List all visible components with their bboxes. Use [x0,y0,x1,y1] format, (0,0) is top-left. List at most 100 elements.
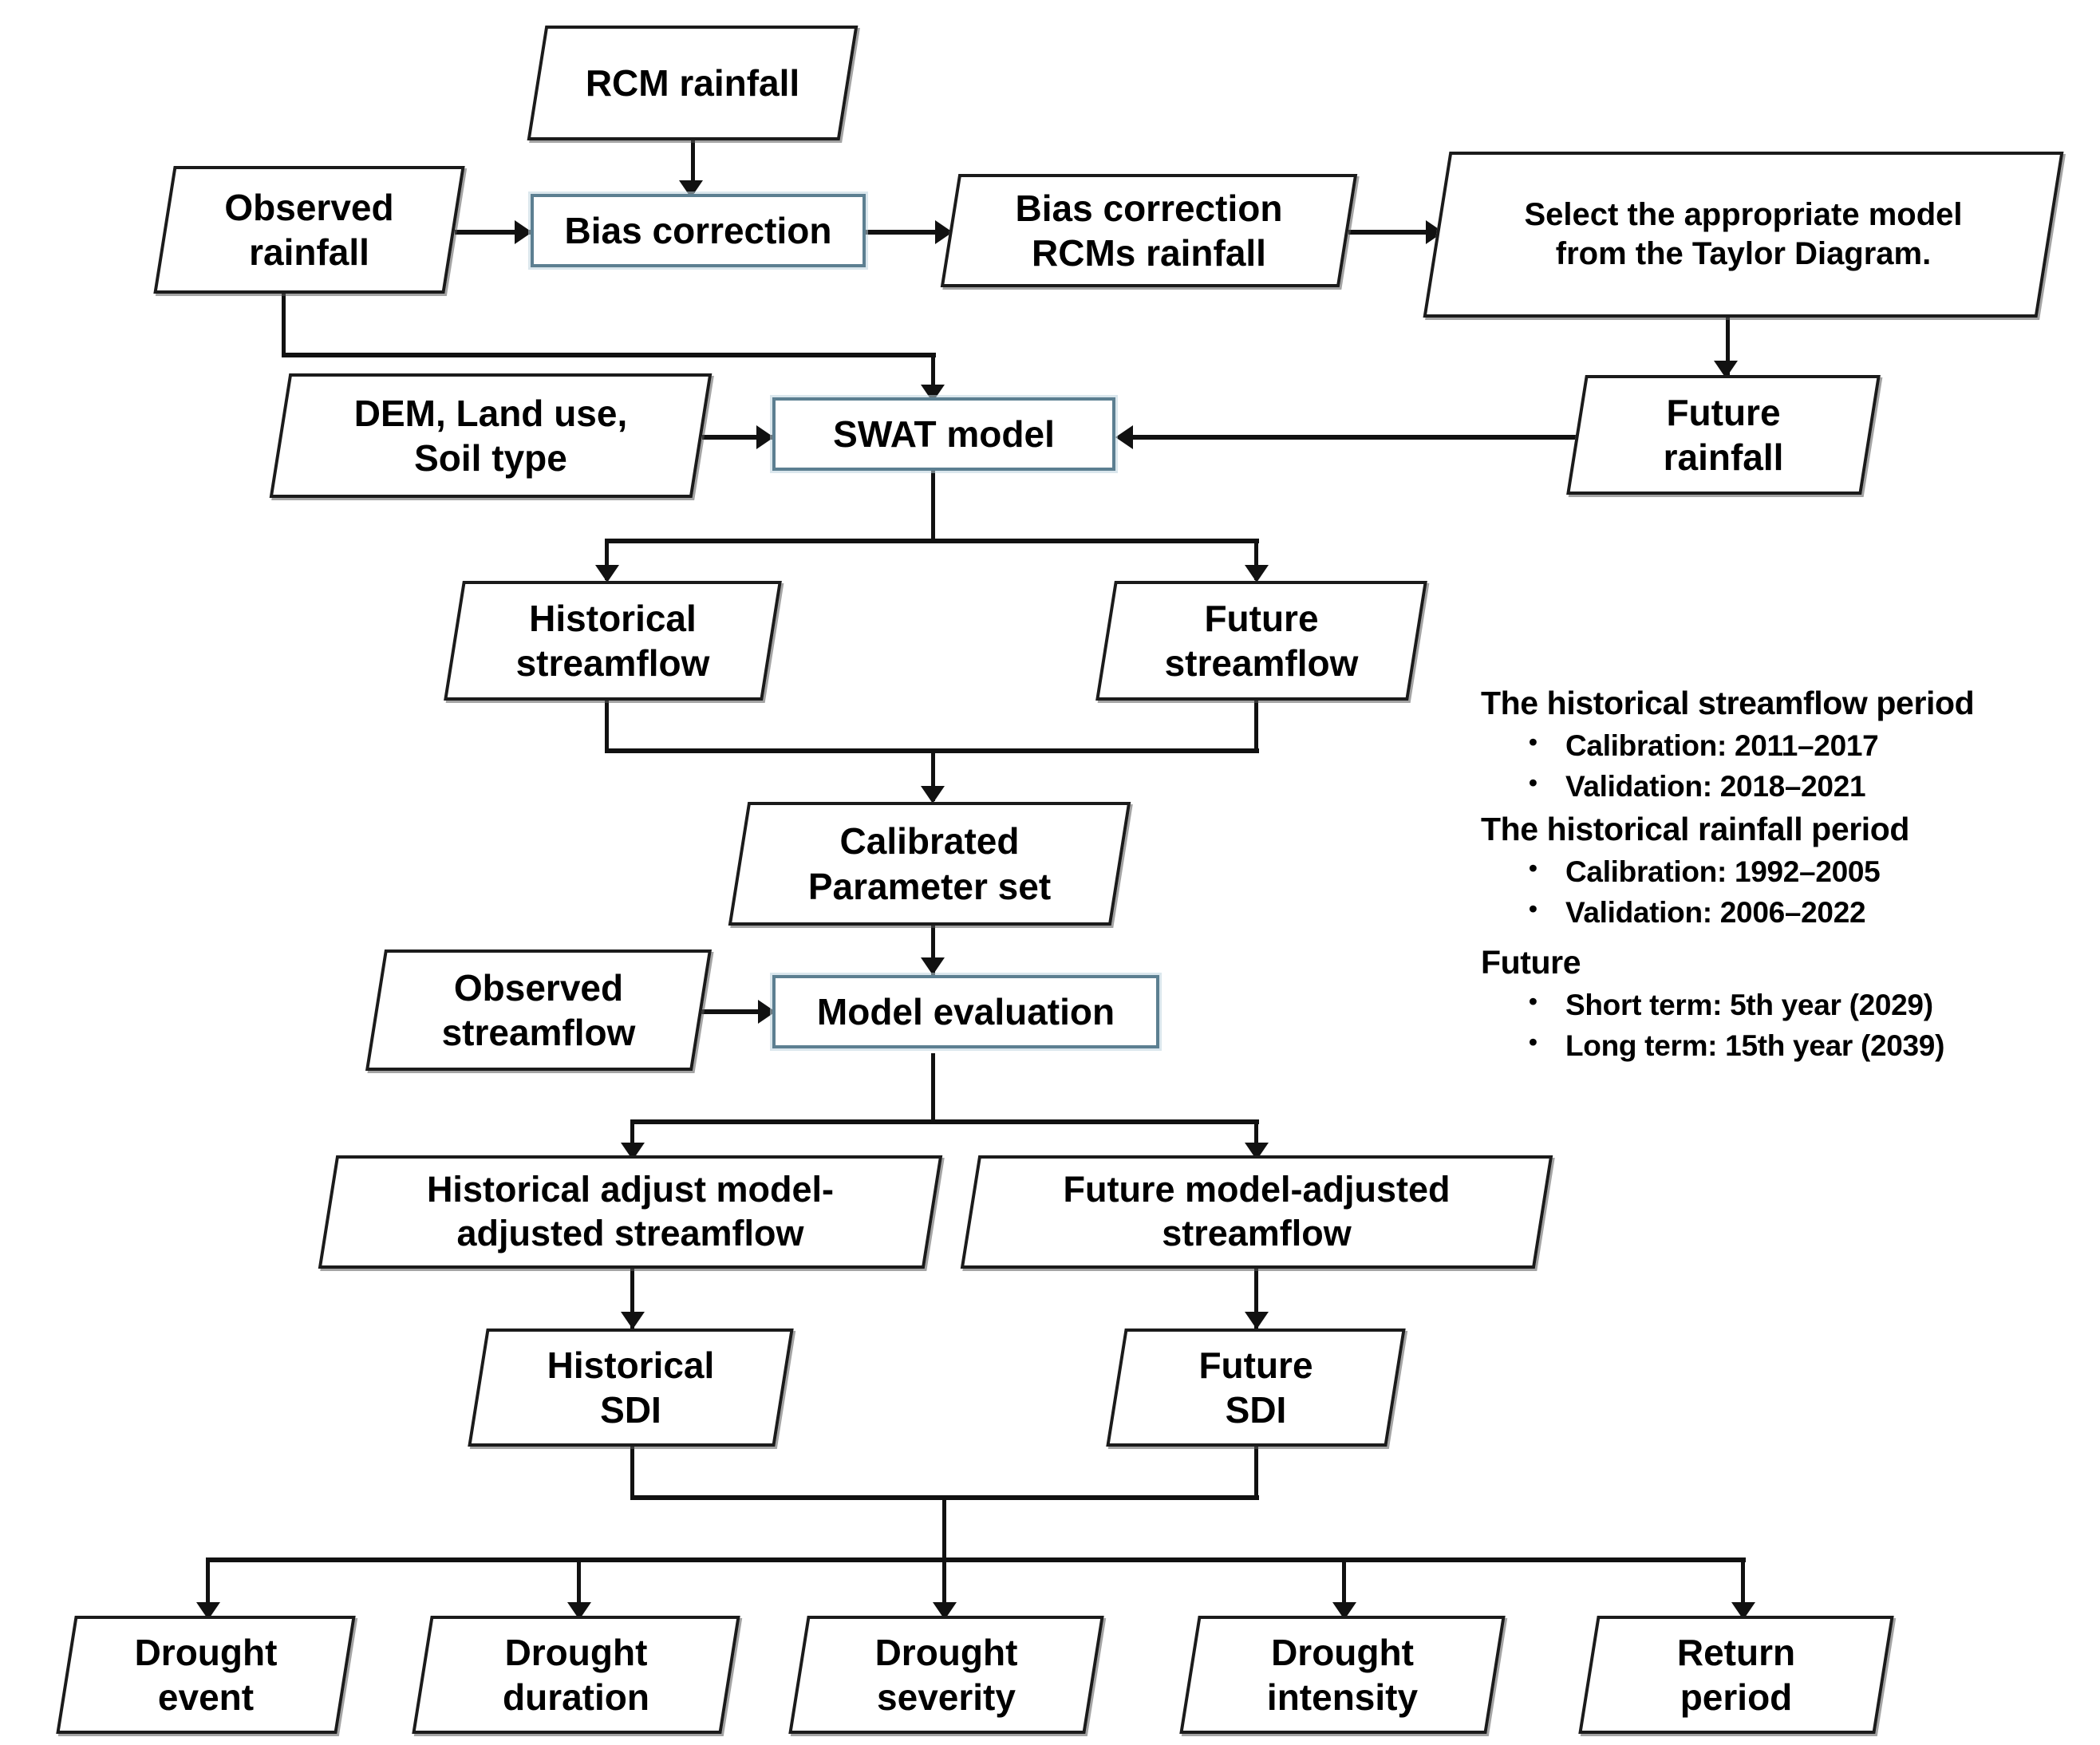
node-label: Drought event [134,1631,278,1718]
node-label: Drought severity [874,1631,1018,1718]
edge-histsdi-down [630,1428,634,1500]
edge-swat-down [931,471,935,543]
edge-swat-to-future [1254,539,1258,580]
edge-observed-to-bias [455,230,531,235]
node-label: Future model-adjusted streamflow [1063,1169,1451,1253]
legend-item: Calibration: 1992–2005 [1529,854,2087,889]
arrowhead-swat-to-future [1245,565,1269,582]
arrowhead-histadj-to-sdi [621,1312,645,1329]
edge-observed-right [282,353,936,357]
edge-obsflow-to-eval [698,1009,775,1014]
legend-list-streamflow-period: Calibration: 2011–2017 Validation: 2018–… [1529,728,2087,803]
node-label: Bias correction [564,209,832,251]
legend-item: Calibration: 2011–2017 [1529,728,2087,763]
node-label: Bias correction RCMs rainfall [1015,187,1283,274]
node-drought-severity[interactable]: Drought severity [798,1616,1095,1734]
node-label: RCM rainfall [585,61,800,104]
node-label: Future rainfall [1663,391,1784,478]
edge-hist-down [605,701,609,753]
edge-eval-to-futadj [1254,1119,1258,1155]
node-swat-model[interactable]: SWAT model [772,397,1115,471]
edge-eval-down [931,1053,935,1123]
node-bias-correction[interactable]: Bias correction [531,194,866,267]
node-observed-rainfall[interactable]: Observed rainfall [164,166,455,294]
edge-merge-to-calib [931,748,935,801]
edge-swat-split-bar [605,539,1259,543]
edge-rcms-to-select [1348,230,1444,235]
arrowhead-observed-to-bias [515,220,532,244]
node-label: Calibrated Parameter set [807,820,1052,907]
arrowhead-futurerain-to-swat [1115,425,1133,449]
node-label: Historical streamflow [515,597,710,684]
edge-rcm-to-bias [691,140,695,193]
edge-outputs-fanout-bar [206,1557,1746,1562]
legend-item: Validation: 2018–2021 [1529,768,2087,803]
edge-select-to-futurerain [1726,318,1730,375]
node-future-adjusted-streamflow[interactable]: Future model-adjusted streamflow [969,1155,1544,1269]
edge-bias-to-rcms [866,230,953,235]
node-drought-event[interactable]: Drought event [65,1616,346,1734]
arrowhead-rcm-to-bias [679,180,703,198]
edge-futstream-down [1254,701,1258,753]
node-label: Select the appropriate model from the Ta… [1524,197,1963,271]
edge-to-drought-event [206,1557,210,1615]
node-label: Drought duration [503,1631,649,1718]
node-return-period[interactable]: Return period [1588,1616,1885,1734]
arrowhead-futadj-to-sdi [1245,1312,1269,1329]
edge-sdi-merge-down [942,1495,946,1562]
node-drought-duration[interactable]: Drought duration [421,1616,731,1734]
legend-heading-future: Future [1481,944,1581,981]
edge-dem-to-swat [702,435,772,440]
node-rcm-rainfall[interactable]: RCM rainfall [536,26,849,140]
legend-list-rainfall-period: Calibration: 1992–2005 Validation: 2006–… [1529,854,2087,930]
legend-item: Validation: 2006–2022 [1529,894,2087,930]
arrowhead-obsflow-to-eval [758,1000,776,1024]
edge-calib-to-eval [931,926,935,975]
edge-histadj-to-sdi [630,1267,634,1329]
node-label: Drought intensity [1266,1631,1419,1718]
node-dem-land-soil[interactable]: DEM, Land use, Soil type [279,373,702,498]
node-historical-adjusted-streamflow[interactable]: Historical adjust model- adjusted stream… [327,1155,934,1269]
node-select-model-taylor[interactable]: Select the appropriate model from the Ta… [1436,152,2051,318]
edge-eval-split-bar [630,1119,1259,1124]
node-future-sdi[interactable]: Future SDI [1115,1328,1396,1447]
node-future-streamflow[interactable]: Future streamflow [1105,581,1418,701]
legend-item: Short term: 5th year (2029) [1529,987,2087,1022]
edge-observed-into-swat [931,353,935,401]
node-label: Historical SDI [547,1344,715,1431]
node-historical-streamflow[interactable]: Historical streamflow [453,581,772,701]
arrowhead-calib-to-eval [921,957,945,975]
node-label: Observed streamflow [441,966,636,1053]
node-historical-sdi[interactable]: Historical SDI [477,1328,784,1447]
node-label: SWAT model [833,413,1055,455]
node-calibrated-parameter-set[interactable]: Calibrated Parameter set [738,802,1121,926]
node-model-evaluation[interactable]: Model evaluation [772,975,1159,1048]
edge-futsdi-down [1254,1428,1258,1500]
legend-heading-rainfall-period: The historical rainfall period [1481,811,1910,847]
edge-to-drought-duration [577,1557,581,1615]
legend-item: Long term: 15th year (2039) [1529,1028,2087,1063]
node-label: Historical adjust model- adjusted stream… [426,1169,835,1253]
edge-to-drought-severity [942,1557,946,1615]
node-label: DEM, Land use, Soil type [353,392,628,479]
edge-eval-to-histadj [630,1119,634,1155]
edge-observed-down [282,279,286,357]
arrowhead-merge-to-calib [921,786,945,803]
node-bias-corrected-rcms-rainfall[interactable]: Bias correction RCMs rainfall [949,174,1348,287]
legend-list-future: Short term: 5th year (2029) Long term: 1… [1529,987,2087,1063]
node-label: Return period [1676,1631,1796,1718]
node-drought-intensity[interactable]: Drought intensity [1189,1616,1496,1734]
edge-swat-to-hist [605,539,609,580]
node-observed-streamflow[interactable]: Observed streamflow [375,949,702,1071]
node-label: Future SDI [1198,1344,1313,1431]
node-label: Future streamflow [1164,597,1359,684]
period-legend: The historical streamflow period Calibra… [1481,685,2087,1070]
node-label: Model evaluation [816,990,1115,1032]
arrowhead-dem-to-swat [756,425,774,449]
arrowhead-swat-to-hist [595,565,619,582]
node-future-rainfall[interactable]: Future rainfall [1576,375,1871,495]
legend-heading-streamflow-period: The historical streamflow period [1481,685,1975,721]
node-label: Observed rainfall [224,186,394,273]
arrowhead-select-to-futurerain [1714,361,1738,378]
